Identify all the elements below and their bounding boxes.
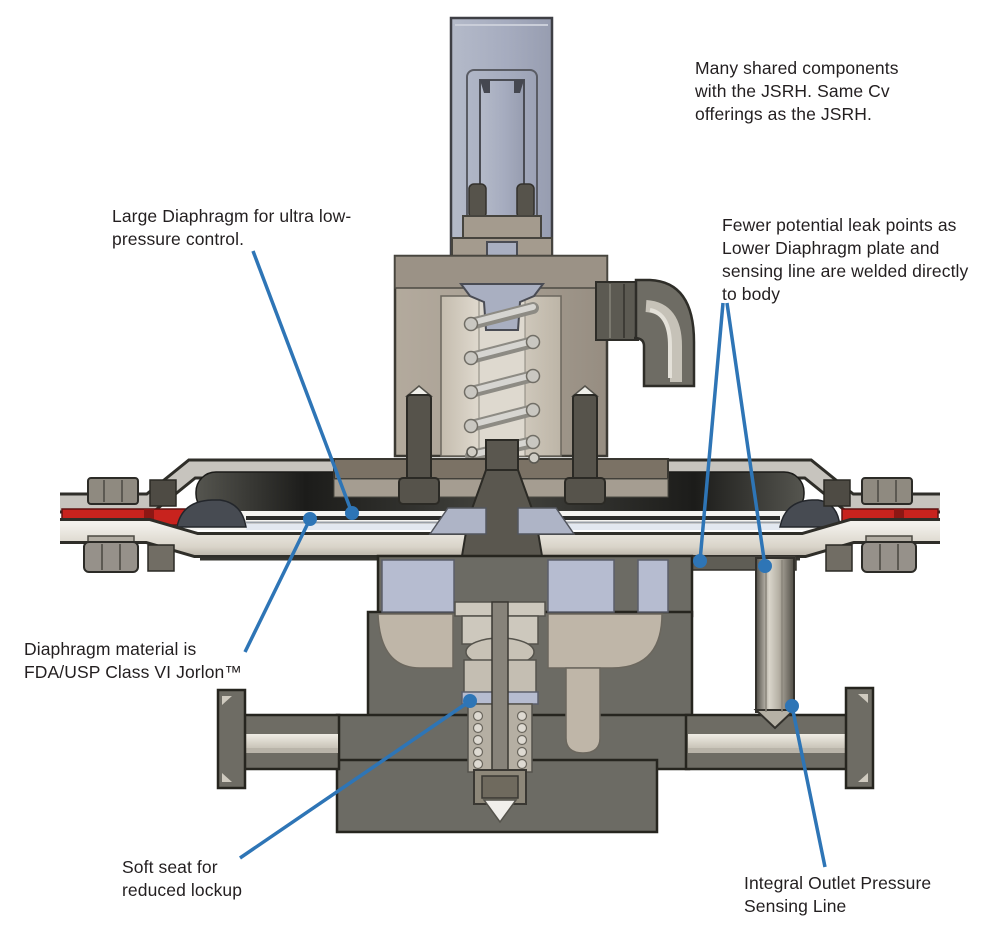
callout-leak-points: Fewer potential leak points as Lower Dia…	[722, 215, 969, 304]
leader-dot-sensing-line	[785, 699, 799, 713]
leader-dot-leak-points-1	[693, 554, 707, 568]
leader-dot-diaphragm-material	[303, 512, 317, 526]
diaphragm-hub	[428, 439, 576, 557]
clamp-nut-bottom-left	[83, 535, 175, 573]
case-stud-right	[564, 385, 606, 505]
clamp-bolt-top-right	[823, 477, 913, 507]
spring-seat	[459, 283, 545, 331]
callout-sensing-line: Integral Outlet Pressure Sensing Line	[744, 873, 932, 916]
leader-dot-soft-seat	[463, 694, 477, 708]
seat-spring	[472, 710, 528, 770]
valve-stem	[491, 601, 509, 793]
outlet-pipe	[684, 686, 875, 790]
case-stud-left	[398, 385, 440, 505]
ferrule-right	[844, 686, 875, 790]
leader-lines	[239, 250, 827, 868]
ferrule-left	[216, 688, 247, 790]
leader-large-diaphragm	[251, 250, 354, 514]
diaphragm-convolution-left	[176, 499, 247, 528]
callout-diaphragm-material: Diaphragm material is FDA/USP Class VI J…	[24, 639, 242, 682]
clamp-nut-bottom-right	[825, 535, 917, 573]
flow-cavities	[377, 613, 663, 754]
leader-sensing-line	[790, 705, 827, 868]
leader-dot-leak-points-2	[758, 559, 772, 573]
inlet-pipe	[216, 688, 341, 790]
leader-soft-seat	[239, 699, 471, 860]
leader-leak-points-2	[725, 302, 767, 567]
sensing-line-tube	[753, 557, 797, 730]
callout-soft-seat: Soft seat for reduced lockup	[122, 857, 243, 900]
leader-dot-large-diaphragm	[345, 506, 359, 520]
trim-cartridge	[454, 601, 546, 824]
leader-leak-points-1	[698, 302, 725, 562]
clamp-bolt-top-left	[87, 477, 177, 507]
callout-large-diaphragm: Large Diaphragm for ultra low- pressure …	[112, 206, 352, 249]
elbow-fitting	[595, 278, 696, 388]
body-inserts	[381, 559, 669, 613]
leader-diaphragm-material	[243, 518, 312, 653]
callout-shared-components: Many shared components with the JSRH. Sa…	[695, 58, 899, 124]
